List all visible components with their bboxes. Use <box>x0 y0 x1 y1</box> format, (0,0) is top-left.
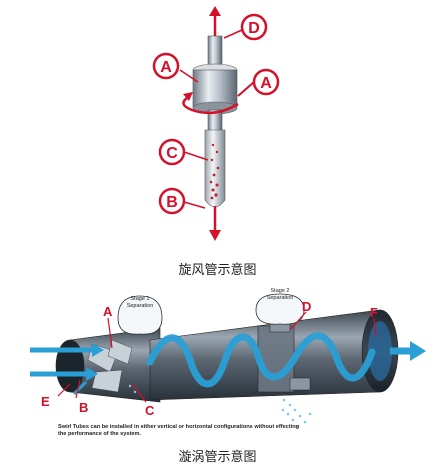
svg-text:A: A <box>160 59 172 76</box>
svg-text:Separation: Separation <box>267 295 294 301</box>
svg-text:C: C <box>166 145 178 162</box>
swirl-label-d: D <box>302 299 311 314</box>
cyclone-tube-diagram: A A C B D <box>152 6 280 241</box>
swirl-label-e: E <box>41 394 50 409</box>
flow-arrows <box>30 341 426 396</box>
cyclone-caption: 旋风管示意图 <box>178 263 257 278</box>
swirl-label-b: B <box>79 400 88 415</box>
swirl-label-c: C <box>145 403 155 418</box>
label-b: B <box>158 187 186 215</box>
swirl-arrow <box>182 94 239 115</box>
installation-note-line1: Swirl Tubes can be installed in either v… <box>58 424 300 430</box>
swirl-label-f: F <box>370 305 378 320</box>
stage2-separator <box>257 325 295 393</box>
svg-text:D: D <box>248 20 260 37</box>
svg-text:B: B <box>166 194 178 211</box>
installation-note-line2: the performance of the system. <box>58 431 141 437</box>
label-d: D <box>240 13 268 41</box>
svg-text:Separation: Separation <box>127 303 154 309</box>
particles <box>209 143 220 200</box>
label-a-right: A <box>252 68 280 96</box>
label-c: C <box>158 138 186 166</box>
cyclone-body <box>192 69 238 109</box>
stage1-bubble: Stage 1 Separation <box>117 295 163 335</box>
dust-particles <box>128 384 312 428</box>
label-a-left: A <box>152 52 180 80</box>
swirl-label-a: A <box>103 304 113 319</box>
helix-flow <box>146 332 376 388</box>
svg-text:Stage 1: Stage 1 <box>131 296 150 302</box>
swirl-caption: 漩涡管示意图 <box>178 450 257 465</box>
stage2-bubble: Stage 2 Separation <box>255 288 305 325</box>
svg-text:Stage 2: Stage 2 <box>271 288 290 294</box>
svg-text:A: A <box>260 75 272 92</box>
